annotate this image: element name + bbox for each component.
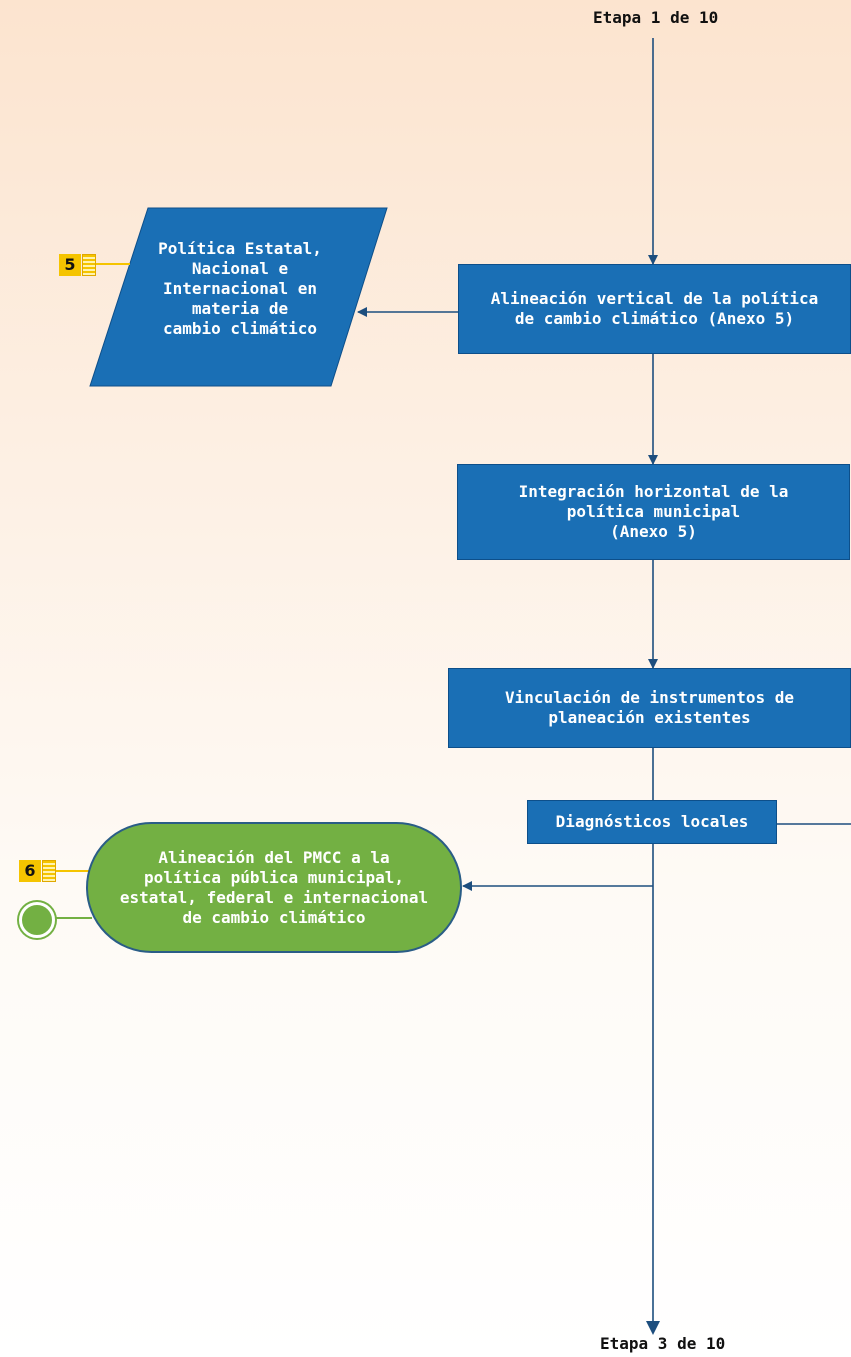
top-stage-label: Etapa 1 de 10 — [593, 8, 719, 27]
output-connector-dot — [19, 902, 55, 938]
bottom-stage-label: Etapa 3 de 10 — [600, 1334, 726, 1353]
input-text: Política Estatal, Nacional e Internacion… — [158, 239, 322, 338]
badge-6: 6 — [19, 860, 41, 882]
book-icon — [42, 860, 56, 882]
step-vertical-alignment[interactable]: Alineación vertical de la política de ca… — [458, 264, 851, 354]
step-horizontal-integration[interactable]: Integración horizontal de la política mu… — [457, 464, 850, 560]
badge-5: 5 — [59, 254, 81, 276]
input-parallelogram — [89, 207, 388, 387]
output-alignment-pmcc[interactable]: Alineación del PMCC a la política públic… — [86, 822, 462, 953]
step-local-diagnostics[interactable]: Diagnósticos locales — [527, 800, 777, 844]
book-icon — [82, 254, 96, 276]
step-link-instruments[interactable]: Vinculación de instrumentos de planeació… — [448, 668, 851, 748]
